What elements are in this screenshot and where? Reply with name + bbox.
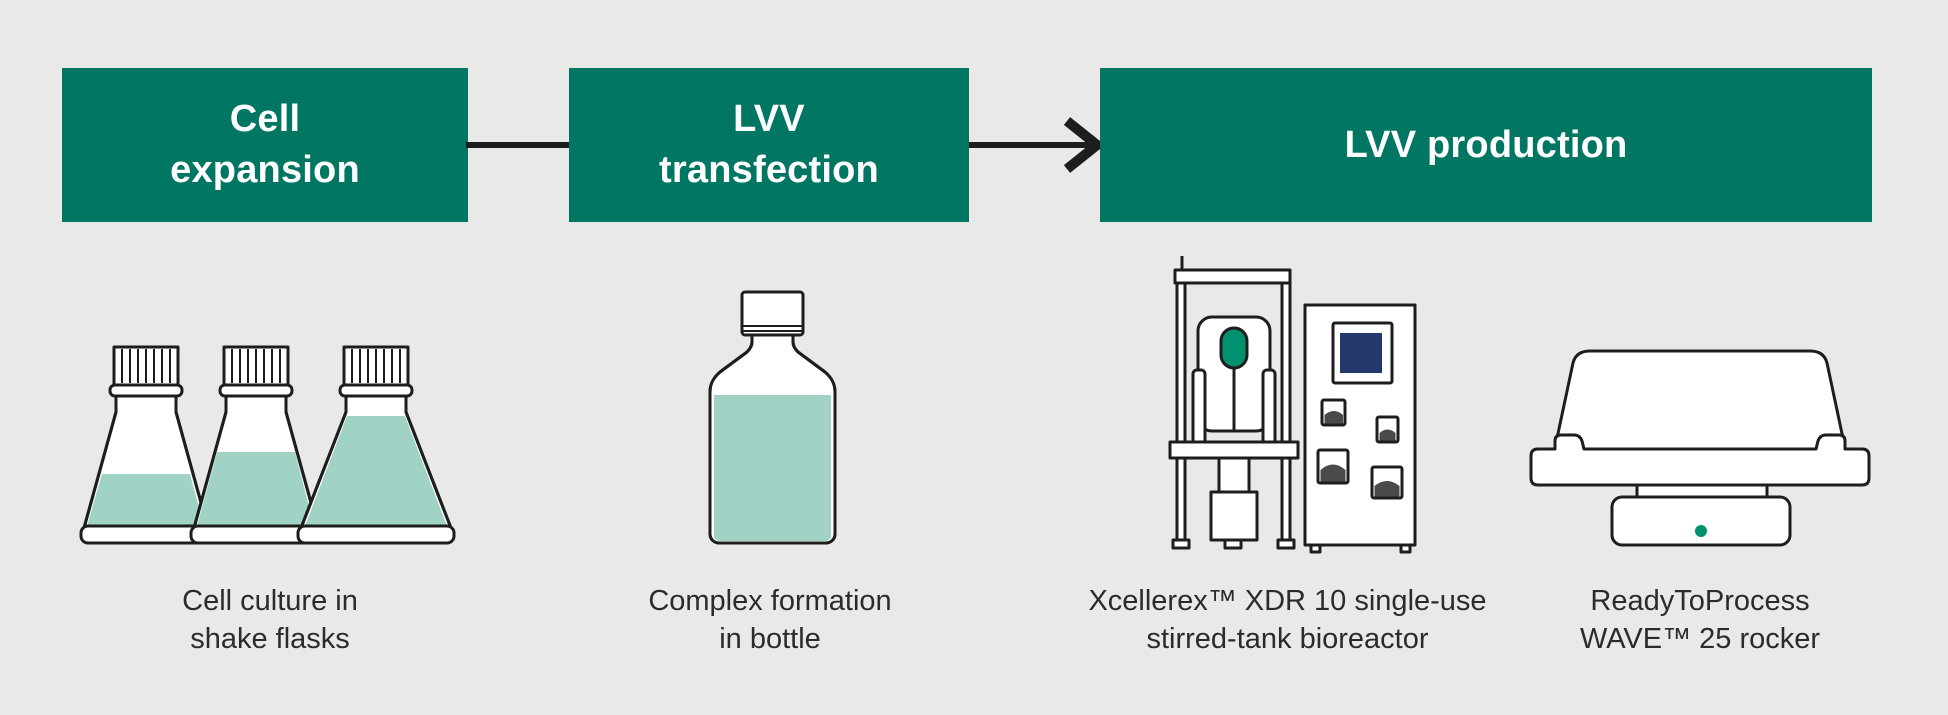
connector-arrow-icon	[969, 117, 1103, 173]
caption-wave-rocker: ReadyToProcess WAVE™ 25 rocker	[1505, 582, 1895, 658]
step-box-cell-expansion: Cell expansion	[62, 68, 468, 222]
step-label-line: LVV	[733, 98, 805, 140]
flask-3	[296, 345, 456, 545]
step-label-line: expansion	[170, 149, 360, 191]
flask-1	[79, 345, 213, 545]
gauge-dial	[1316, 448, 1350, 485]
step-label-line: LVV production	[1344, 123, 1628, 166]
wave-rocker-icon	[1529, 349, 1871, 547]
caption-line: Complex formation	[648, 585, 892, 617]
rocker-base	[1610, 495, 1792, 547]
caption-shake-flasks: Cell culture in shake flasks	[70, 582, 470, 658]
bioreactor-control-cabinet	[1303, 303, 1417, 554]
caption-bioreactor: Xcellerex™ XDR 10 single-use stirred-tan…	[1040, 582, 1535, 658]
caption-line: WAVE™ 25 rocker	[1579, 623, 1821, 655]
flask-2	[189, 345, 323, 545]
caption-line: Xcellerex™ XDR 10 single-use	[1088, 585, 1487, 617]
step-box-lvv-production: LVV production	[1100, 68, 1872, 222]
rocker-hood	[1554, 349, 1846, 455]
caption-line: stirred-tank bioreactor	[1146, 623, 1429, 655]
bottle-cap	[740, 290, 805, 337]
connector-line	[466, 142, 570, 148]
caption-line: Cell culture in	[182, 585, 358, 617]
impeller-icon	[1219, 326, 1249, 370]
power-indicator-dot	[1695, 525, 1707, 537]
caption-line: ReadyToProcess	[1590, 585, 1810, 617]
gauge-dial	[1370, 465, 1404, 500]
caption-bottle: Complex formation in bottle	[570, 582, 970, 658]
gauge-dial	[1320, 398, 1347, 427]
rocker-tray	[1529, 433, 1871, 487]
gauge-dial	[1375, 415, 1400, 444]
stirred-tank-bioreactor-icon	[1168, 256, 1417, 554]
screen-display	[1340, 333, 1382, 373]
step-box-lvv-transfection: LVV transfection	[569, 68, 969, 222]
erlenmeyer-flasks-icon	[79, 345, 456, 545]
bioreactor-vessel	[1168, 315, 1300, 542]
bottle-icon	[708, 290, 837, 545]
step-label-line: transfection	[659, 149, 879, 191]
bioreactor-frame	[1171, 256, 1296, 550]
caption-line: shake flasks	[190, 623, 350, 655]
step-label-line: Cell	[229, 98, 301, 140]
caption-line: in bottle	[719, 623, 821, 655]
